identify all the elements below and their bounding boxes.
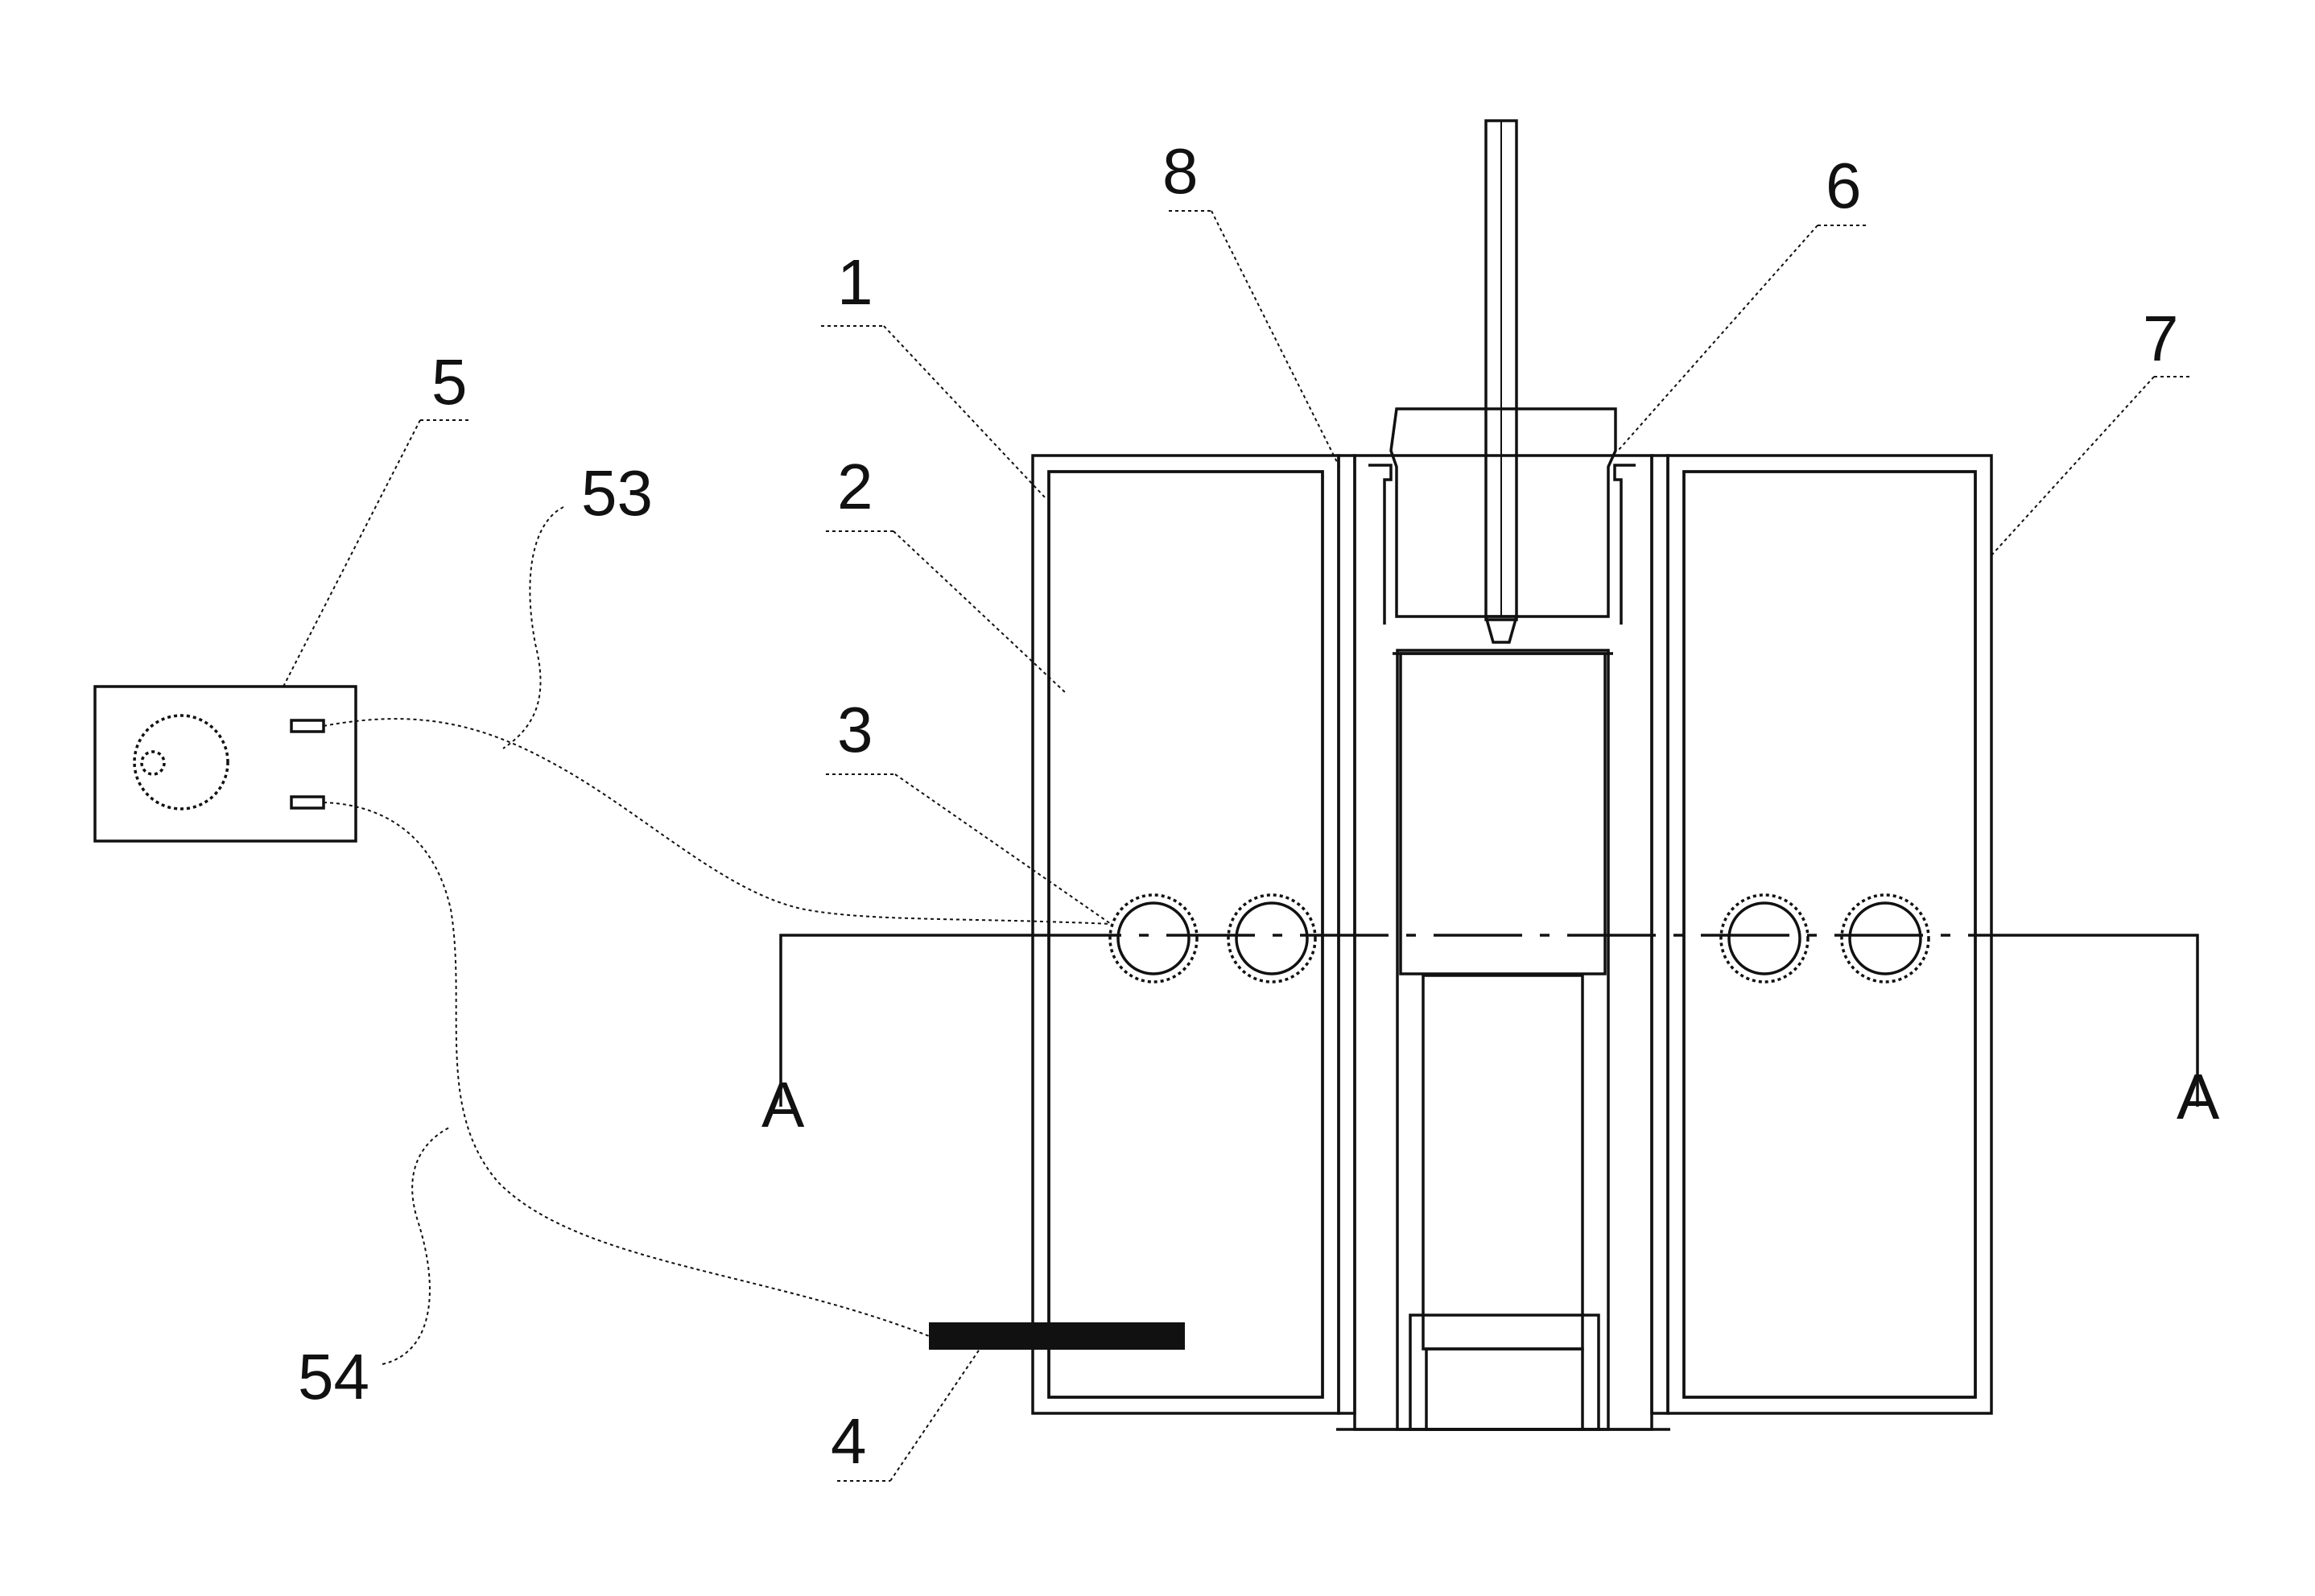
- section-line: [781, 935, 2197, 1107]
- wires: [324, 719, 1111, 1336]
- callout-3: 3: [837, 694, 873, 765]
- meter-box: [95, 687, 356, 841]
- callout-7: 7: [2143, 303, 2179, 374]
- meter-dial-icon: [134, 716, 228, 809]
- callout-6: 6: [1826, 150, 1862, 221]
- leader-lines: [283, 211, 2191, 1481]
- section-label-left: A: [761, 1069, 805, 1140]
- probe-electrode-icon: [929, 1322, 1185, 1350]
- vessel-assembly: [929, 121, 1991, 1429]
- packed-bed: [1423, 975, 1583, 1349]
- section-label-right: A: [2177, 1061, 2220, 1132]
- terminal-bottom: [291, 797, 324, 808]
- wire-54: [324, 802, 929, 1336]
- terminal-top: [291, 720, 324, 732]
- wire-53: [324, 719, 1111, 924]
- callout-4: 4: [831, 1405, 867, 1477]
- heating-rods: [1110, 895, 1929, 982]
- upper-chamber: [1401, 654, 1605, 974]
- bottom-plug: [1410, 1315, 1599, 1429]
- sampling-tube: [1486, 121, 1517, 642]
- callout-5: 5: [431, 346, 468, 418]
- callout-54: 54: [298, 1341, 369, 1412]
- callout-labels: 1 2 3 4 5 6 7 8 53 54 A A: [298, 135, 2220, 1477]
- callout-8: 8: [1162, 135, 1199, 207]
- callout-53: 53: [581, 457, 653, 529]
- callout-2: 2: [837, 451, 873, 522]
- callout-1: 1: [837, 246, 873, 318]
